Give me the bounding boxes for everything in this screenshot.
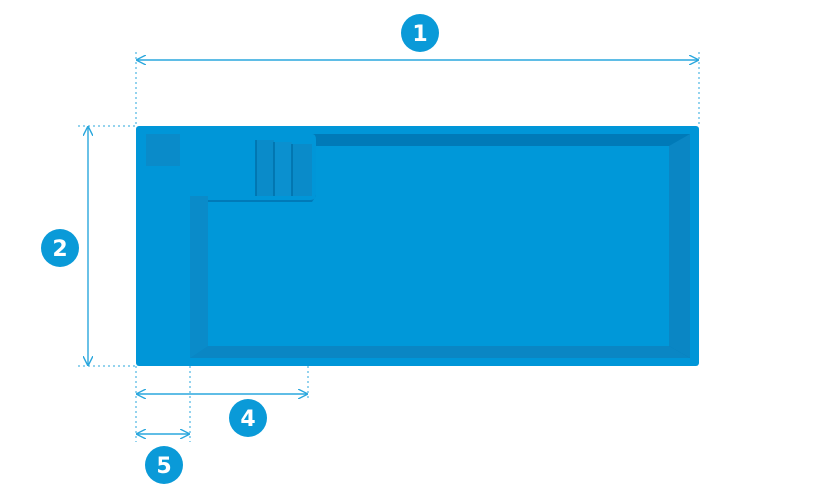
pool-step xyxy=(274,142,292,196)
badge-1-circle xyxy=(401,14,439,52)
pool-bevel-right xyxy=(669,134,690,358)
badge-2: 2 xyxy=(41,229,79,267)
pool-steps xyxy=(255,140,312,196)
badge-4-label: 4 xyxy=(240,407,255,432)
dimension-arrows xyxy=(88,60,698,434)
badge-2-label: 2 xyxy=(52,237,67,262)
badge-5-label: 5 xyxy=(156,454,171,479)
badge-4: 4 xyxy=(229,399,267,437)
pool-step xyxy=(292,144,312,196)
pool-shape xyxy=(136,126,699,366)
pool-step xyxy=(256,140,274,196)
badge-1: 1 xyxy=(401,14,439,52)
badge-5: 5 xyxy=(145,446,183,484)
badge-4-circle xyxy=(229,399,267,437)
pool-bench-edge xyxy=(190,196,208,358)
pool-floor xyxy=(208,146,669,346)
pool-bevel-bottom xyxy=(190,346,690,358)
pool-corner-seat xyxy=(146,134,180,166)
badge-2-circle xyxy=(41,229,79,267)
badge-1-label: 1 xyxy=(412,22,427,47)
badge-5-circle xyxy=(145,446,183,484)
dimension-guides xyxy=(78,52,700,442)
